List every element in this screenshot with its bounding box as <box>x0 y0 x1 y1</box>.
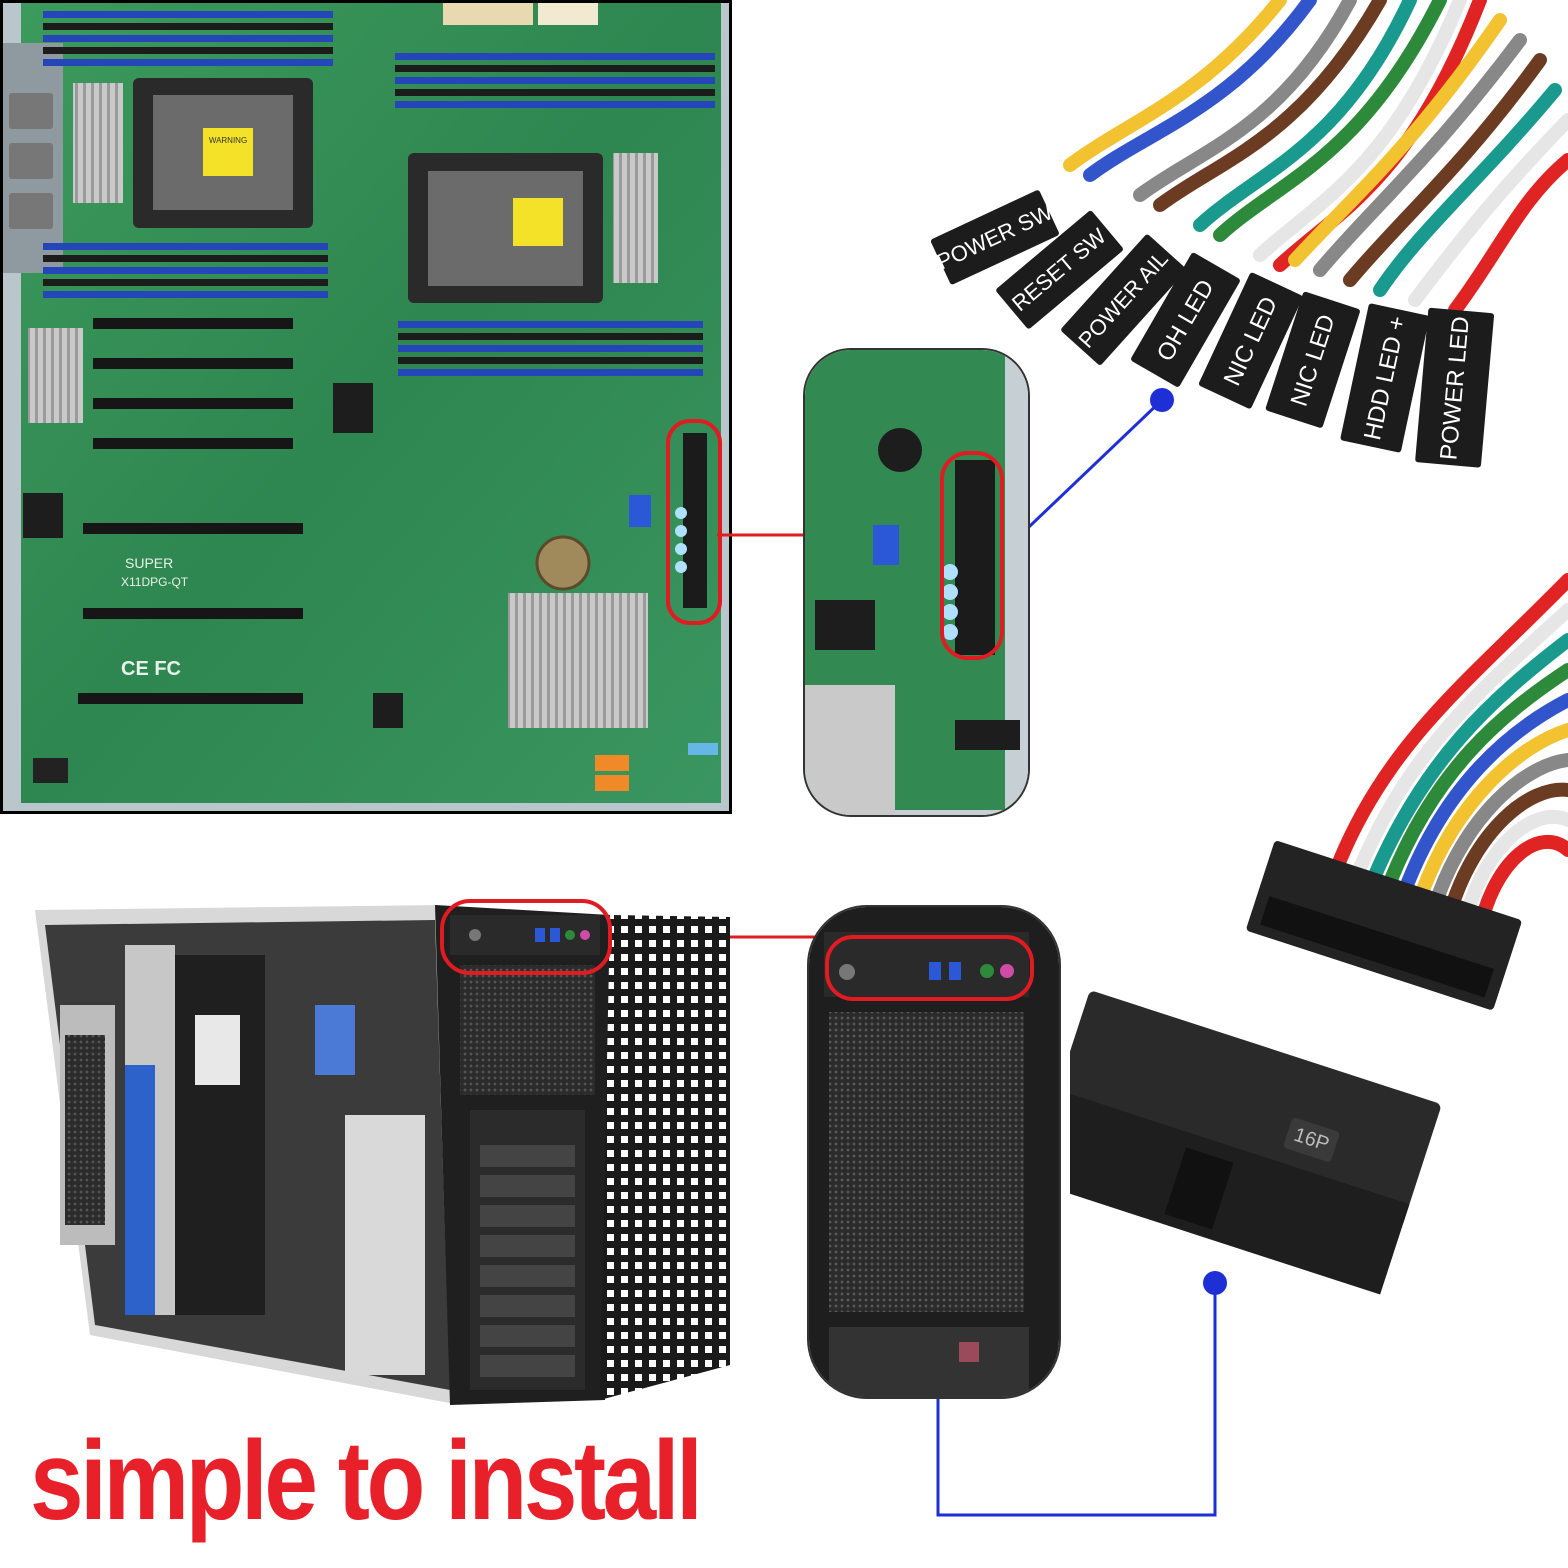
server-zoom <box>807 905 1061 1399</box>
dimm-slots-mid-right <box>398 321 703 376</box>
cable-wires <box>1063 0 1568 317</box>
male-16p-plug: 16P <box>1070 991 1441 1295</box>
plug-pointer-dot <box>1203 1271 1227 1295</box>
connector-hdd-led: HDD LED + <box>1340 303 1430 453</box>
server-case <box>35 899 730 1405</box>
cable-connectors: POWER SW RESET SW POWER AIL OH LED NIC L… <box>930 0 1568 468</box>
chipset-heatsink <box>508 593 648 728</box>
cpu-socket-2 <box>408 153 603 303</box>
header-pointer-line <box>1008 398 1164 547</box>
cpu-socket-1: WARNING <box>133 78 313 228</box>
dimm-slots-mid-left <box>43 243 328 298</box>
dimm-slots-top-right <box>395 53 715 108</box>
connector-nic-led-2: NIC LED <box>1265 291 1360 428</box>
board-cert-text: CE FC <box>121 658 181 680</box>
board-model-text: X11DPG-QT <box>121 575 189 589</box>
drive-bays <box>470 1110 585 1390</box>
motherboard-illustration: WARNING <box>3 3 729 811</box>
front-panel-io-highlight <box>440 899 612 975</box>
motherboard-photo: WARNING <box>0 0 732 814</box>
zoom-io-highlight <box>825 935 1034 1001</box>
front-panel-header <box>683 433 707 608</box>
connector-pointer-dot <box>1150 388 1174 412</box>
ribbon-connector: 16P <box>1070 573 1568 1295</box>
board-brand-text: SUPER <box>125 555 173 571</box>
usb-header <box>629 495 651 527</box>
connector-power-led: POWER LED <box>1415 307 1495 468</box>
zoom-header-highlight <box>940 451 1004 660</box>
motherboard-zoom <box>803 348 1030 817</box>
front-panel-highlight <box>666 419 722 625</box>
dimm-slots-top-left <box>43 11 333 66</box>
cpu-warning-label: WARNING <box>209 136 247 145</box>
female-16p-housing <box>1246 841 1522 1010</box>
ribbon-wires <box>1333 573 1568 935</box>
tagline: simple to install <box>30 1418 703 1543</box>
pcie-slots <box>78 318 303 704</box>
cmos-battery <box>535 535 591 591</box>
